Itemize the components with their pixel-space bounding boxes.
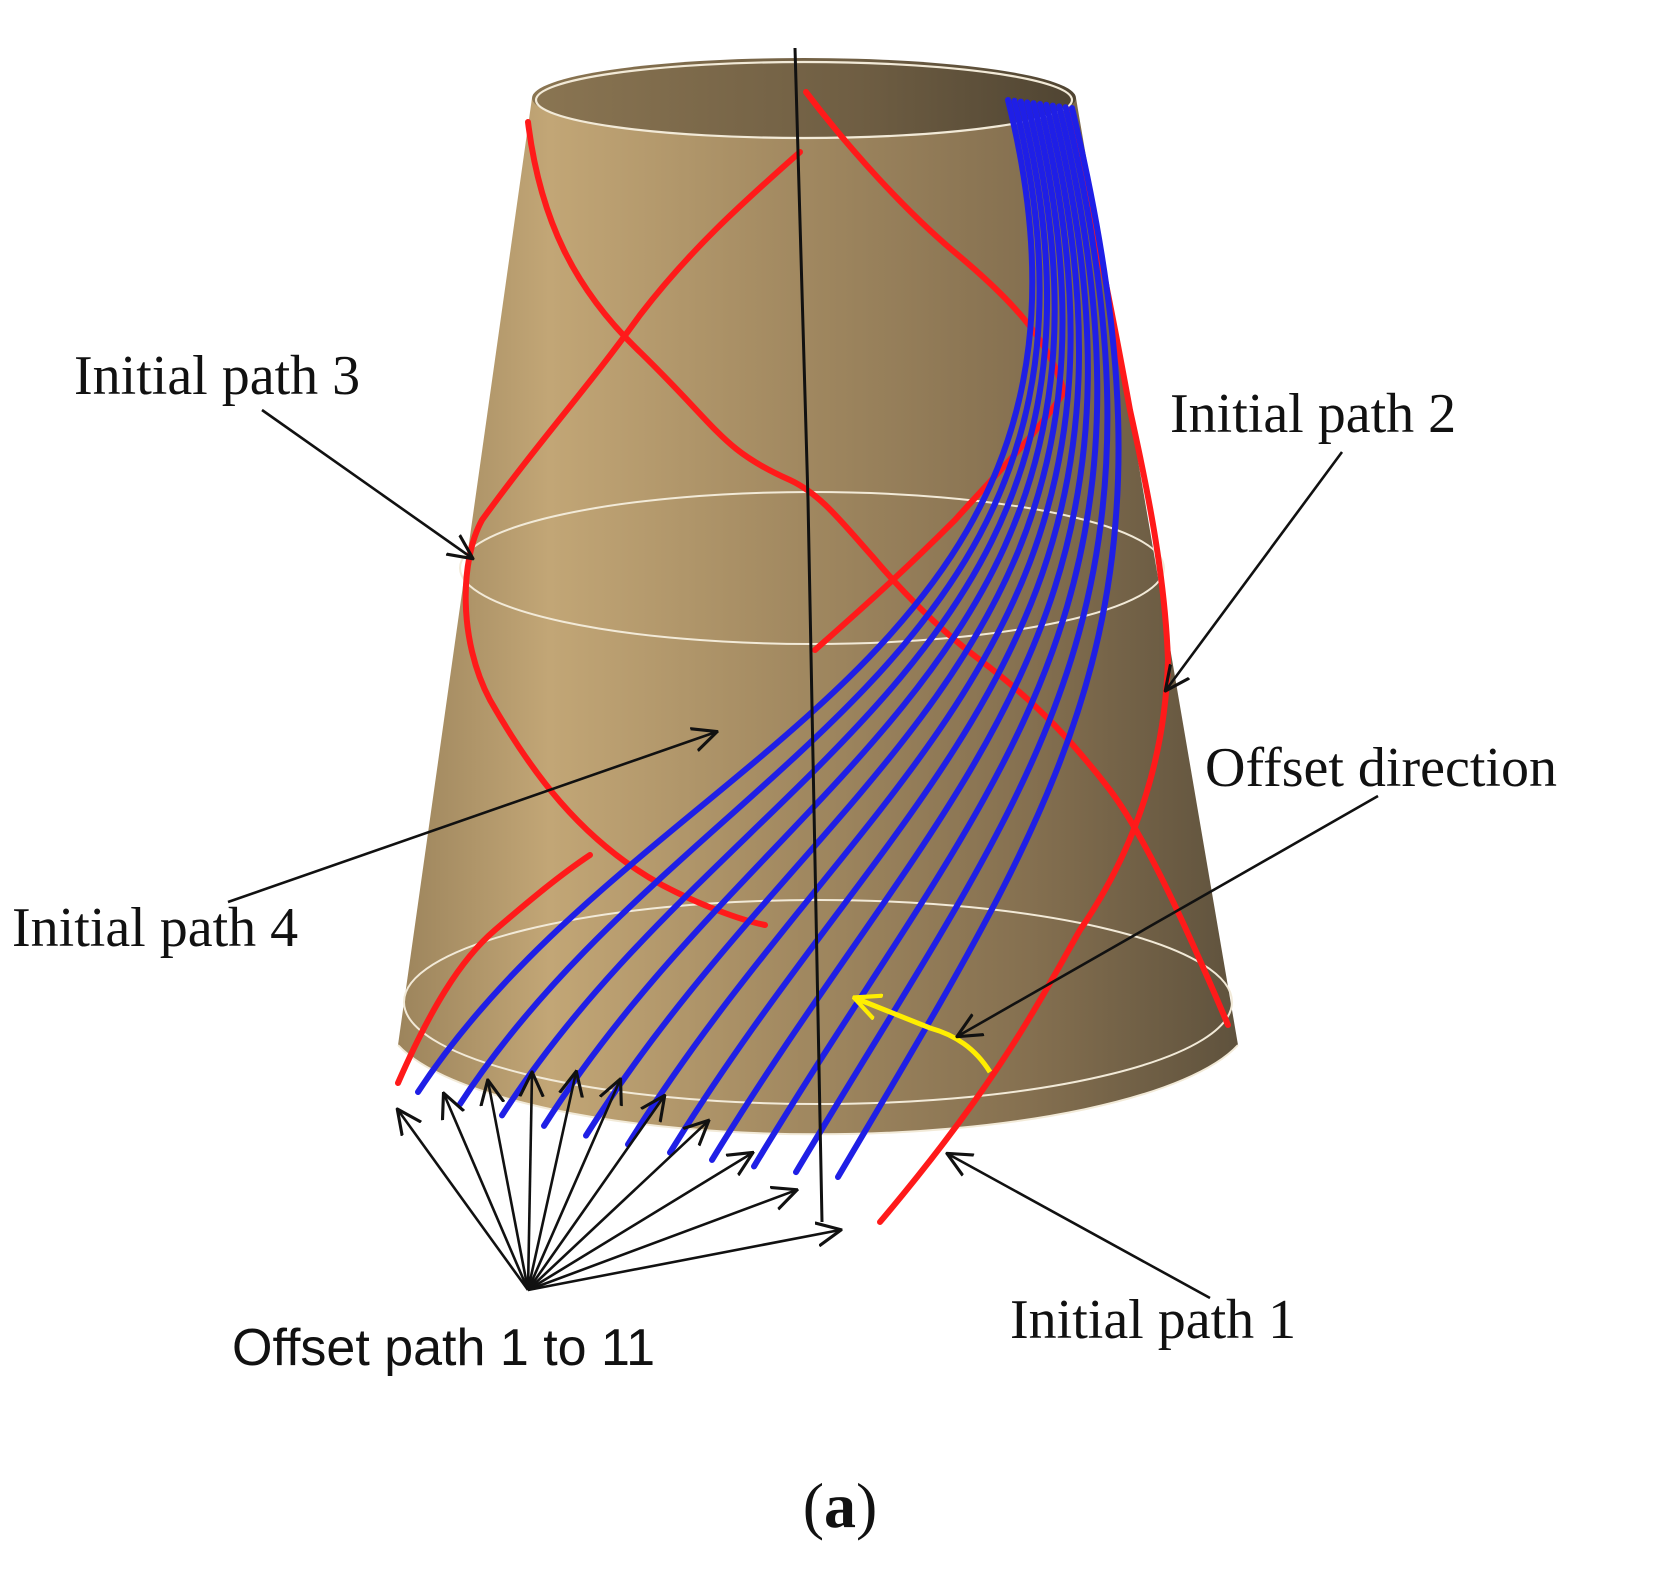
label-offset-direction: Offset direction — [1205, 737, 1557, 799]
initial-path-upper-right — [803, 89, 1068, 653]
label-offset-path-1-to-11: Offset path 1 to 11 — [232, 1319, 655, 1377]
fan-arrow-1 — [398, 1110, 530, 1291]
offset-path-8 — [709, 102, 1091, 1163]
arrow-initial-path-3 — [261, 408, 472, 558]
offset-path-3 — [499, 98, 1051, 1119]
offset-path-6 — [625, 101, 1074, 1148]
offset-path-7 — [667, 101, 1082, 1156]
arrow-initial-path-2 — [1166, 451, 1344, 690]
fan-arrow-6 — [526, 1080, 620, 1291]
fan-arrow-2 — [444, 1094, 530, 1291]
panel-open-paren: ( — [803, 1470, 824, 1541]
panel-close-paren: ) — [856, 1470, 877, 1541]
panel-label: (a) — [803, 1470, 878, 1541]
cone-top-opening — [532, 58, 1076, 138]
offset-path-fan-arrows — [398, 1072, 840, 1292]
offset-path-5 — [583, 100, 1066, 1139]
fan-arrow-5 — [526, 1072, 576, 1291]
offset-path-4 — [541, 99, 1058, 1129]
fan-arrow-9 — [527, 1153, 752, 1292]
arrow-initial-path-1 — [948, 1154, 1211, 1300]
fan-arrow-10 — [527, 1190, 796, 1292]
cone-axis-line — [793, 47, 824, 1223]
offset-path-2 — [457, 97, 1043, 1108]
label-initial-path-4: Initial path 4 — [12, 897, 298, 959]
annotation-arrows — [227, 408, 1379, 1300]
initial-path-4-lower — [395, 852, 593, 1086]
label-initial-path-1: Initial path 1 — [1010, 1289, 1296, 1351]
fan-arrow-4 — [528, 1073, 532, 1291]
arrow-initial-path-4 — [227, 732, 716, 904]
label-initial-path-3: Initial path 3 — [74, 345, 360, 407]
cone-ring-lower — [403, 899, 1233, 1105]
fan-arrow-8 — [527, 1121, 708, 1291]
offset-paths — [415, 97, 1122, 1180]
label-initial-path-2: Initial path 2 — [1170, 383, 1456, 445]
fan-arrow-3 — [488, 1081, 530, 1291]
initial-path-4-curve — [462, 149, 803, 928]
fan-arrow-11 — [527, 1230, 840, 1292]
offset-direction-arrow — [855, 998, 993, 1074]
arrow-offset-direction — [958, 794, 1379, 1036]
cone-top-rim — [534, 60, 1074, 140]
svg-text:(a): (a) — [803, 1470, 878, 1541]
offset-path-1 — [415, 97, 1036, 1095]
offset-path-11 — [835, 105, 1122, 1180]
fan-arrow-7 — [526, 1096, 664, 1291]
panel-letter: a — [824, 1470, 856, 1541]
